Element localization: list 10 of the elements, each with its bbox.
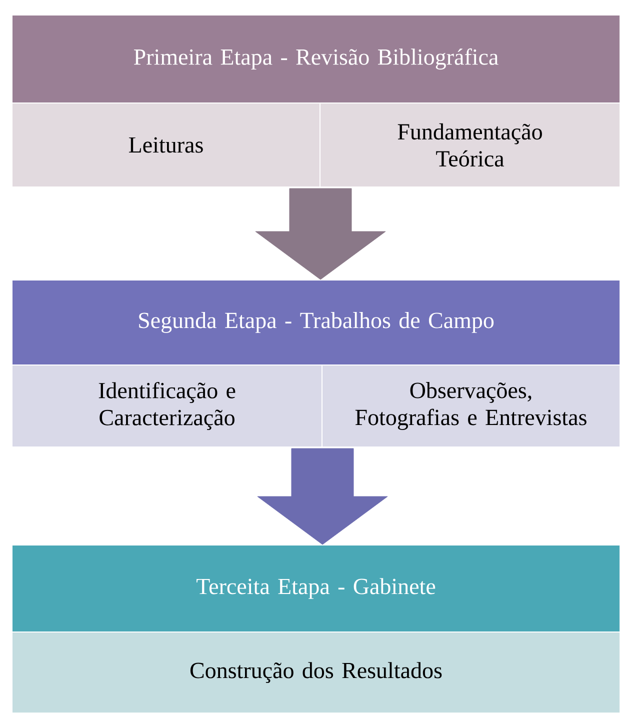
block-arrow [257,448,388,545]
task-box: Construção dos Resultados [12,632,620,713]
task-box: Identificação e Caracterização [12,364,322,448]
stage-header: Terceita Etapa - Gabinete [12,544,620,632]
task-box: Leituras [12,102,320,188]
block-arrow [255,188,386,280]
task-box: Fundamentação Teórica [320,102,620,188]
stage-header: Segunda Etapa - Trabalhos de Campo [12,280,620,366]
task-box: Observações, Fotografias e Entrevistas [322,364,620,448]
stage-header: Primeira Etapa - Revisão Bibliográfica [12,14,620,104]
